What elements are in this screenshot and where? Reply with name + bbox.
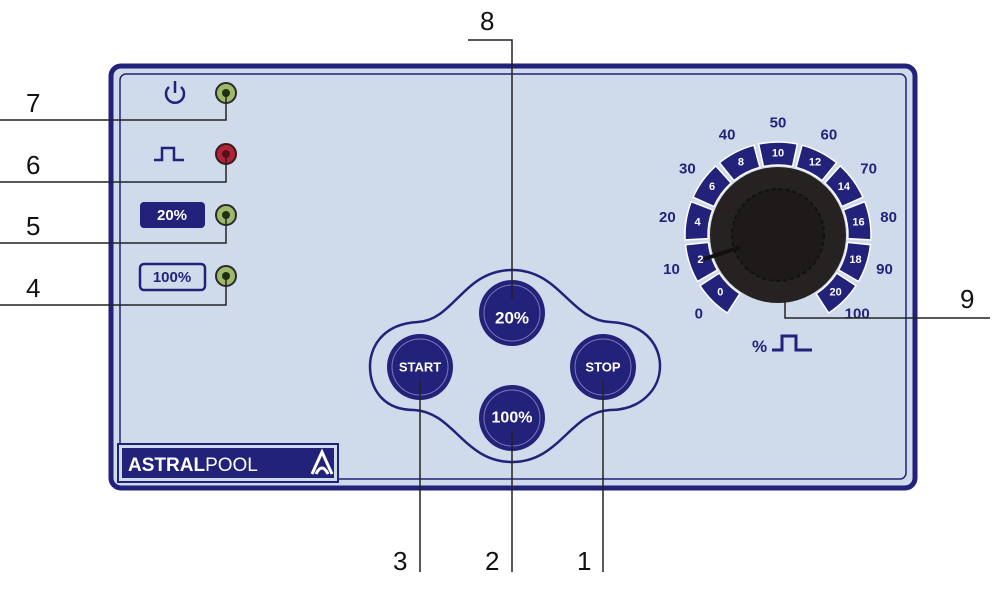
svg-text:ASTRALPOOL: ASTRALPOOL: [128, 455, 258, 476]
dial-inner-label: 12: [809, 156, 821, 168]
svg-text:20%: 20%: [495, 309, 529, 328]
dial-inner-label: 18: [849, 254, 861, 266]
dial-segment: [684, 241, 719, 283]
dial-inner-label: 2: [697, 254, 703, 266]
dial-inner-label: 4: [694, 216, 701, 228]
callout-3: 3: [393, 546, 407, 576]
svg-text:START: START: [399, 360, 441, 375]
button-20-percent[interactable]: 20%: [479, 280, 545, 346]
dial-outer-label: 90: [876, 261, 893, 278]
dial-inner-label: 6: [709, 181, 715, 193]
dial-segment: [815, 272, 858, 315]
dial-segment: [692, 164, 733, 208]
dial-outer-label: 80: [880, 209, 897, 226]
dial-segment: [823, 164, 864, 208]
dial-outer-label: 0: [695, 306, 703, 323]
dial-outer-label: 70: [860, 161, 877, 178]
callout-9: 9: [960, 284, 974, 314]
dial-pointer: [703, 245, 741, 262]
dial-outer-label: 20: [659, 209, 676, 226]
dial-outer-label: 30: [679, 161, 696, 178]
badge-100: 100%: [153, 269, 191, 286]
indicator-20: 20%: [140, 202, 237, 228]
dial-inner-label: 14: [838, 181, 851, 193]
callout-6: 6: [26, 150, 40, 180]
power-icon: [164, 81, 186, 104]
dial-unit-label: %: [752, 337, 767, 356]
badge-20-bg: [140, 202, 205, 228]
dial-outer-label: 10: [663, 261, 680, 278]
callout-8: 8: [480, 6, 494, 36]
dial-outer-label: 60: [821, 127, 838, 144]
button-start[interactable]: START: [387, 334, 453, 400]
callout-4: 4: [26, 273, 40, 303]
dial-inner-label: 8: [738, 156, 744, 168]
dial-segment: [718, 144, 761, 182]
dial-pulse-icon: [772, 334, 812, 352]
dial-knob-grip: [731, 188, 825, 282]
badge-20: 20%: [157, 207, 187, 224]
astralpool-logo: ASTRALPOOL: [117, 443, 339, 483]
dial-inner-label: 0: [717, 287, 723, 299]
svg-text:100%: 100%: [492, 410, 533, 427]
dial-segment: [795, 144, 838, 182]
button-stop[interactable]: STOP: [570, 334, 636, 400]
callout-2: 2: [485, 546, 499, 576]
callout-7: 7: [26, 88, 40, 118]
svg-text:STOP: STOP: [585, 360, 620, 375]
dial-segment: [684, 200, 714, 241]
dial-inner-label: 16: [852, 216, 864, 228]
dial-segment: [698, 272, 741, 315]
dial-inner-label: 10: [772, 148, 784, 160]
dial-outer-label: 40: [719, 127, 736, 144]
indicator-pulse: [154, 143, 237, 165]
button-100-percent[interactable]: 100%: [479, 385, 545, 451]
callout-5: 5: [26, 211, 40, 241]
dial-outer-label: 100: [845, 306, 870, 323]
callout-lines: [0, 39, 990, 572]
dial-outer-label: 50: [770, 115, 787, 132]
callout-1: 1: [577, 546, 591, 576]
dial-segment: [842, 200, 872, 241]
dial-inner-label: 20: [830, 287, 842, 299]
dial-segment: [757, 141, 799, 168]
dial-segment: [837, 241, 872, 283]
pulse-icon: [154, 146, 184, 162]
panel-inner-border: [119, 73, 907, 480]
